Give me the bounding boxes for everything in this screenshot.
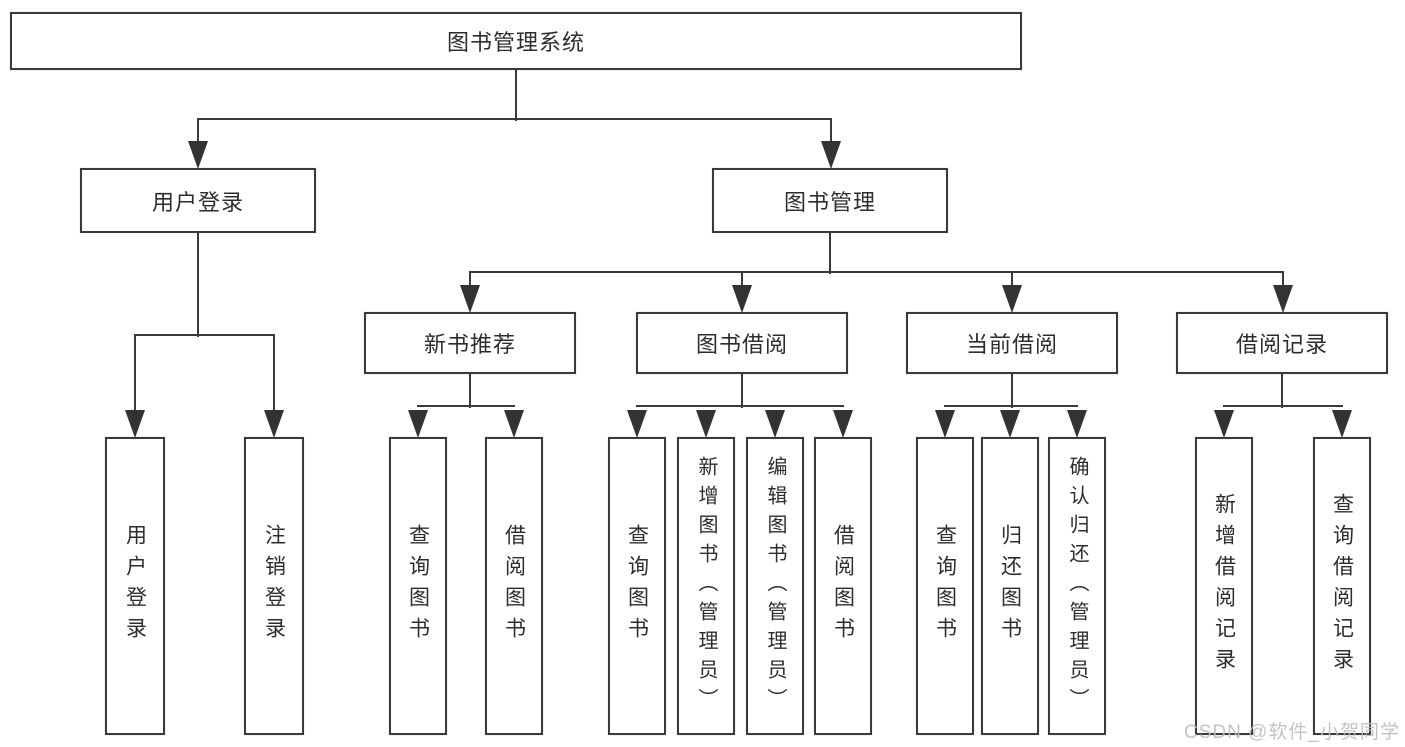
csdn-watermark: CSDN @软件_小贺同学 bbox=[1184, 722, 1400, 743]
node-borrowing-records: 借阅记录 bbox=[1176, 312, 1388, 374]
arrowhead-down-icon bbox=[188, 141, 208, 169]
node-label: 注销登录 bbox=[262, 524, 286, 648]
arrowhead-down-icon bbox=[1002, 285, 1022, 313]
leaf-borrow-books-2: 借阅图书 bbox=[814, 437, 872, 735]
connector-line-vertical bbox=[1280, 374, 1284, 408]
connector-line-vertical bbox=[514, 70, 518, 121]
connector-line-vertical bbox=[1010, 374, 1014, 408]
node-label: 查询借阅记录 bbox=[1330, 493, 1354, 679]
arrowhead-down-icon bbox=[833, 410, 853, 438]
connector-line-vertical bbox=[133, 335, 137, 410]
node-book-borrowing: 图书借阅 bbox=[636, 312, 848, 374]
arrowhead-down-icon bbox=[504, 410, 524, 438]
leaf-query-books-3: 查询图书 bbox=[916, 437, 974, 735]
connector-line-horizontal bbox=[417, 404, 515, 408]
arrowhead-down-icon bbox=[1067, 410, 1087, 438]
connector-line-vertical bbox=[829, 119, 833, 142]
connector-line-horizontal bbox=[944, 404, 1078, 408]
arrowhead-down-icon bbox=[696, 410, 716, 438]
arrowhead-down-icon bbox=[408, 410, 428, 438]
arrowhead-down-icon bbox=[1214, 410, 1234, 438]
leaf-logout: 注销登录 bbox=[244, 437, 304, 735]
connector-line-horizontal bbox=[1223, 404, 1343, 408]
node-current-borrowing: 当前借阅 bbox=[906, 312, 1118, 374]
connector-line-horizontal bbox=[134, 333, 275, 337]
connector-line-horizontal bbox=[197, 117, 832, 121]
arrowhead-down-icon bbox=[627, 410, 647, 438]
node-label: 编辑图书（管理员） bbox=[764, 455, 786, 717]
leaf-confirm-return-admin: 确认归还（管理员） bbox=[1048, 437, 1106, 735]
connector-line-horizontal bbox=[469, 270, 1284, 274]
node-label: 查询图书 bbox=[933, 524, 957, 648]
connector-line-vertical bbox=[740, 272, 744, 287]
leaf-query-books-1: 查询图书 bbox=[389, 437, 447, 735]
arrowhead-down-icon bbox=[935, 410, 955, 438]
leaf-return-books: 归还图书 bbox=[981, 437, 1039, 735]
node-book-management: 图书管理 bbox=[712, 168, 948, 233]
node-library-management-system: 图书管理系统 bbox=[10, 12, 1022, 70]
node-label: 用户登录 bbox=[151, 189, 244, 215]
arrowhead-down-icon bbox=[1000, 410, 1020, 438]
connector-line-vertical bbox=[740, 374, 744, 408]
connector-line-vertical bbox=[196, 233, 200, 337]
leaf-edit-books-admin: 编辑图书（管理员） bbox=[746, 437, 804, 735]
connector-line-vertical bbox=[1281, 272, 1285, 287]
node-label: 新增借阅记录 bbox=[1212, 493, 1236, 679]
arrowhead-down-icon bbox=[125, 410, 145, 438]
node-label: 确认归还（管理员） bbox=[1066, 455, 1088, 717]
node-label: 图书借阅 bbox=[695, 332, 788, 357]
node-label: 归还图书 bbox=[998, 524, 1022, 648]
node-label: 用户登录 bbox=[123, 524, 147, 648]
node-label: 借阅图书 bbox=[502, 524, 526, 648]
connector-line-vertical bbox=[196, 119, 200, 142]
node-label: 新书推荐 bbox=[423, 332, 516, 357]
node-label: 查询图书 bbox=[625, 524, 649, 648]
connector-line-vertical bbox=[828, 233, 832, 274]
leaf-add-books-admin: 新增图书（管理员） bbox=[677, 437, 735, 735]
arrowhead-down-icon bbox=[821, 141, 841, 169]
leaf-query-books-2: 查询图书 bbox=[608, 437, 666, 735]
leaf-add-borrow-record: 新增借阅记录 bbox=[1195, 437, 1253, 735]
node-label: 图书管理系统 bbox=[446, 30, 585, 55]
arrowhead-down-icon bbox=[1332, 410, 1352, 438]
connector-line-vertical bbox=[272, 335, 276, 410]
arrowhead-down-icon bbox=[264, 410, 284, 438]
node-label: 借阅图书 bbox=[831, 524, 855, 648]
arrowhead-down-icon bbox=[1273, 285, 1293, 313]
leaf-query-borrow-record: 查询借阅记录 bbox=[1313, 437, 1371, 735]
node-label: 借阅记录 bbox=[1235, 332, 1328, 357]
connector-line-horizontal bbox=[636, 404, 844, 408]
node-label: 查询图书 bbox=[406, 524, 430, 648]
node-label: 新增图书（管理员） bbox=[695, 455, 717, 717]
node-label: 当前借阅 bbox=[965, 332, 1058, 357]
leaf-user-login: 用户登录 bbox=[105, 437, 165, 735]
arrowhead-down-icon bbox=[732, 285, 752, 313]
connector-line-vertical bbox=[1010, 272, 1014, 287]
node-new-book-recommendation: 新书推荐 bbox=[364, 312, 576, 374]
node-user-login: 用户登录 bbox=[80, 168, 316, 233]
arrowhead-down-icon bbox=[460, 285, 480, 313]
connector-line-vertical bbox=[468, 272, 472, 287]
connector-line-vertical bbox=[468, 374, 472, 408]
arrowhead-down-icon bbox=[765, 410, 785, 438]
leaf-borrow-books-1: 借阅图书 bbox=[485, 437, 543, 735]
node-label: 图书管理 bbox=[783, 189, 876, 215]
